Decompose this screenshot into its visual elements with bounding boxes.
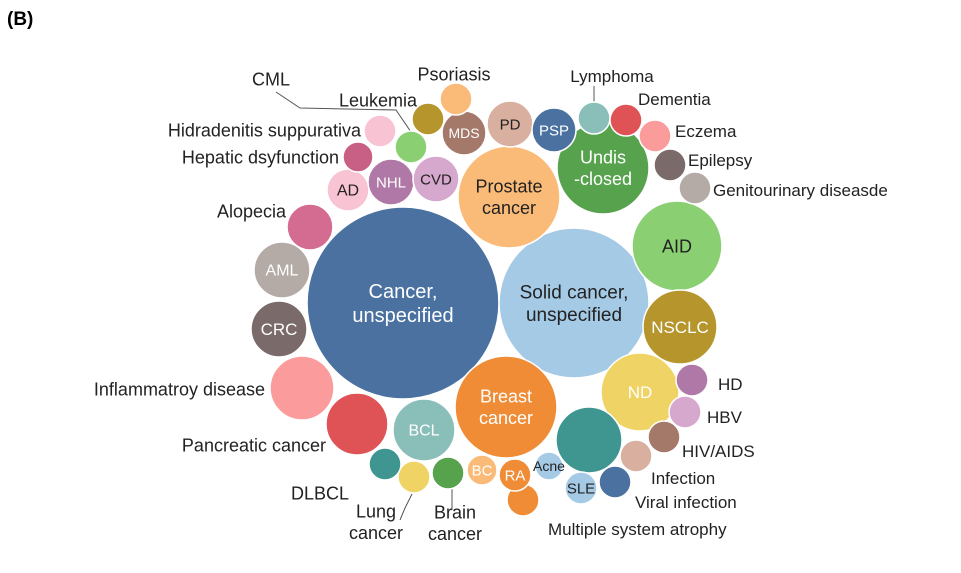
bubble-bc [466,454,498,486]
bubble-label-bc: BC [472,462,493,479]
bubble-cvd [412,155,460,203]
bubble-label-inflammatroy-disease: Inflammatroy disease [94,379,265,399]
bubble-solid-cancer-unspecified [498,227,650,379]
bubble-label-aml: AML [266,263,299,280]
bubble-viral-infection [598,465,632,499]
bubble-label-undis-closed: Undis-closed [574,148,632,189]
bubble-label-hepatic-dsyfunction: Hepatic dsyfunction [182,147,339,167]
bubble-leukemia [411,102,445,136]
bubble-label-solid-cancer-unspecified: Solid cancer,unspecified [520,282,629,325]
bubble-epilepsy [653,148,687,182]
bubble-hepatic-dsyfunction [342,141,374,173]
bubble-label-epilepsy: Epilepsy [688,151,753,170]
bubble-label-pancreatic-cancer: Pancreatic cancer [182,435,326,455]
bubble-breast-cancer [454,355,558,459]
bubble-psoriasis [439,82,473,116]
bubble-genitourinary-diseasde [678,171,712,205]
bubble-label-nsclc: NSCLC [651,318,709,337]
bubble-label-viral-infection: Viral infection [635,493,737,512]
bubble-crc [250,300,308,358]
leader-line-lung-cancer [399,493,413,521]
bubble-sle [564,471,598,505]
bubble-acne [534,451,564,481]
bubble-label-eczema: Eczema [675,122,737,141]
bubble-label-alopecia: Alopecia [217,201,287,221]
bubble-label-hd: HD [718,375,743,394]
bubble-psp [531,107,577,153]
bubble-label-cvd: CVD [420,171,452,188]
bubble-label-nd: ND [628,383,653,402]
bubble-label-cancer-unspecified: Cancer,unspecified [352,281,453,327]
bubble-nd [600,352,680,432]
bubble-hidradenitis-suppurativa [363,114,397,148]
bubble-cml [394,130,428,164]
bubble-eczema [638,119,672,153]
bubble-ra [498,458,532,492]
bubble-label-aid: AID [662,236,692,256]
bubble-label-acne: Acne [533,458,565,474]
panel-label: (B) [7,9,34,30]
bubble-unlabeled [555,406,623,474]
bubble-bcl [392,398,456,462]
bubble-label-ad: AD [337,183,359,200]
bubble-label-dlbcl: DLBCL [291,483,349,503]
bubble-label-hidradenitis-suppurativa: Hidradenitis suppurativa [168,120,362,140]
bubble-label-nhl: NHL [376,174,406,191]
bubble-label-multiple-system-atrophy: Multiple system atrophy [548,520,727,539]
bubble-hbv [668,395,702,429]
bubble-label-pd: PD [500,116,521,133]
bubble-label-leukemia: Leukemia [339,90,418,110]
bubble-inflammatroy-disease [269,355,335,421]
bubble-label-sle: SLE [567,480,595,497]
bubble-label-psoriasis: Psoriasis [417,64,490,84]
bubble-nsclc [642,289,718,365]
bubble-label-psp: PSP [539,122,569,139]
bubble-lung-cancer [397,460,431,494]
bubble-label-crc: CRC [261,320,298,339]
bubble-dlbcl [368,447,402,481]
bubble-label-ra: RA [505,467,526,484]
bubble-hiv-aids [647,420,681,454]
bubble-infection [619,439,653,473]
bubble-lymphoma [577,101,611,135]
bubble-alopecia [286,203,334,251]
bubble-pancreatic-cancer [325,392,389,456]
bubble-brain-cancer [431,456,465,490]
bubble-label-lymphoma: Lymphoma [570,67,654,86]
bubble-label-hiv-aids: HIV/AIDS [682,442,755,461]
leader-line-cml [275,91,412,133]
bubble-dementia [609,103,643,137]
bubble-label-cml: CML [252,69,290,89]
bubble-hd [675,363,709,397]
bubble-label-infection: Infection [651,469,715,488]
bubble-label-genitourinary-diseasde: Genitourinary diseasde [713,181,888,200]
bubble-label-hbv: HBV [707,408,743,427]
bubble-label-dementia: Dementia [638,90,711,109]
bubble-aml [253,241,311,299]
bubble-label-mds: MDS [448,125,479,141]
bubble-label-bcl: BCL [408,423,439,440]
